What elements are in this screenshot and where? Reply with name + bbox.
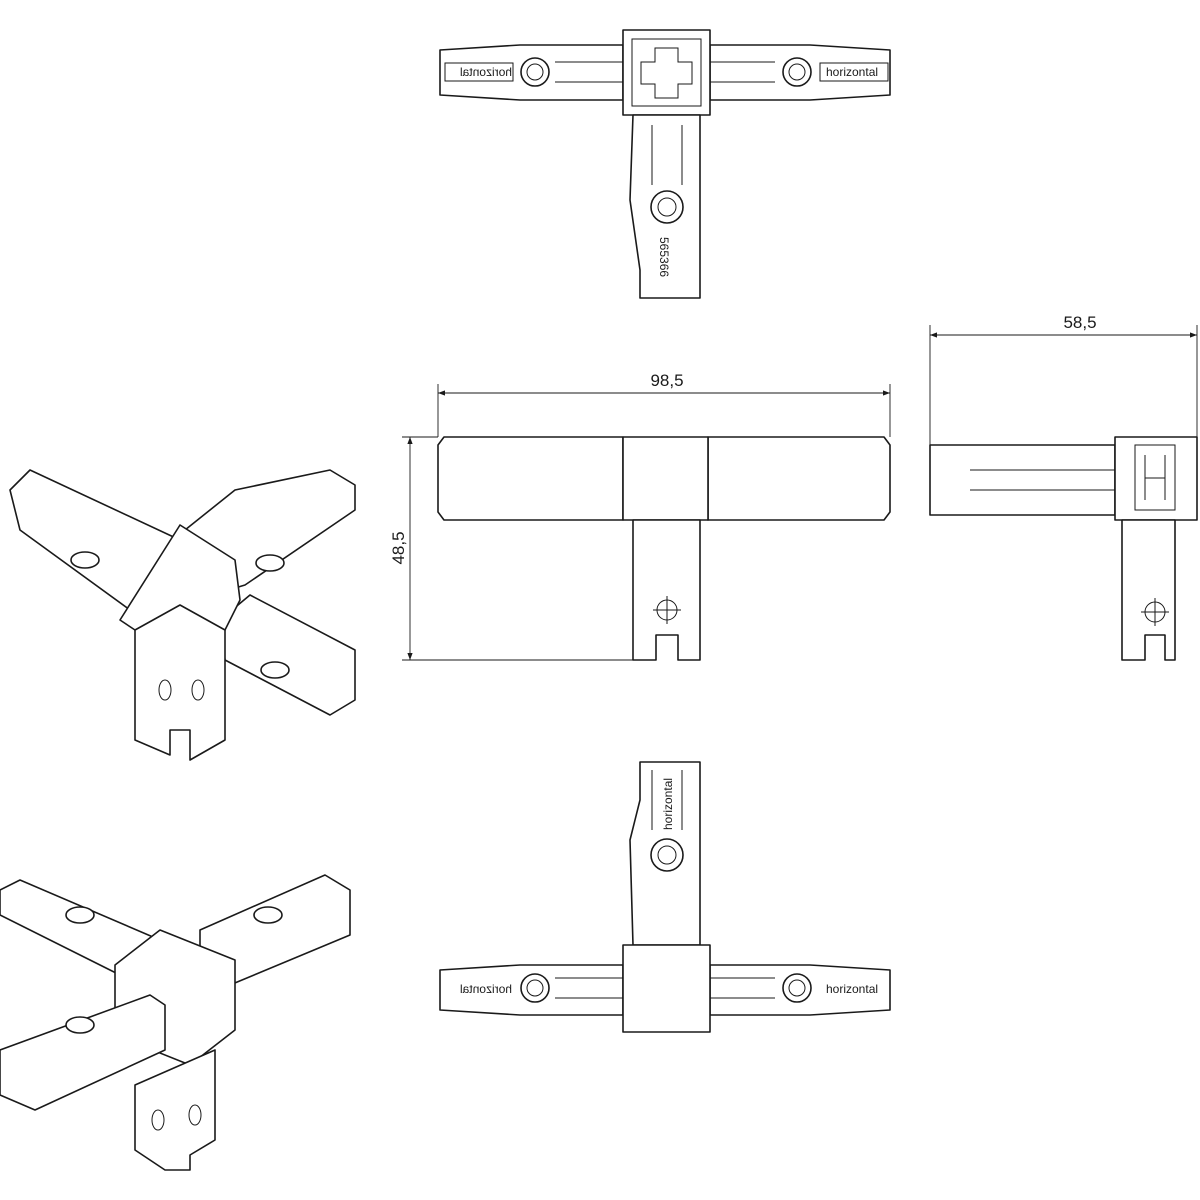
bottom-view: horizontal horizontal horizontal <box>439 761 891 1033</box>
label-horizontal-vertical: horizontal <box>661 778 675 830</box>
front-view: 98,5 48,5 <box>389 371 891 661</box>
isometric-view-bottom <box>0 874 351 1171</box>
label-horizontal: horizontal <box>826 65 878 79</box>
label-horizontal-mirrored: horizontal <box>460 982 512 996</box>
side-view: 58,5 <box>929 313 1198 661</box>
label-horizontal-mirrored: horizontal <box>460 65 512 79</box>
part-number: 565366 <box>657 237 671 277</box>
width-dimension: 98,5 <box>650 371 683 390</box>
isometric-view-top <box>9 469 356 761</box>
height-dimension: 48,5 <box>389 531 408 564</box>
depth-dimension: 58,5 <box>1063 313 1096 332</box>
top-view: horizontal horizontal 565366 <box>439 29 891 299</box>
label-horizontal: horizontal <box>826 982 878 996</box>
